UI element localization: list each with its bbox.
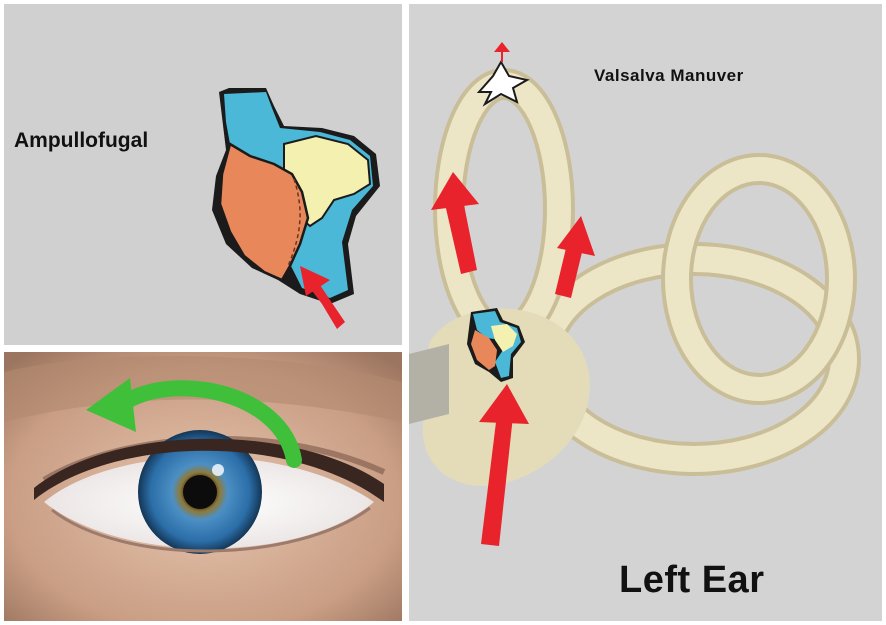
small-top-arrow (501, 52, 503, 62)
pupil (183, 475, 217, 509)
eye-illustration (4, 352, 402, 621)
valsalva-label: Valsalva Manuver (594, 66, 744, 86)
anterior-canal-hi (449, 84, 559, 334)
labyrinth-panel: Valsalva Manuver Left Ear (409, 4, 882, 621)
ampullofugal-label: Ampullofugal (14, 129, 148, 153)
ampulla-panel: Ampullofugal (4, 4, 402, 345)
cochlear-duct (409, 344, 449, 424)
eye-highlight (212, 464, 224, 476)
eye-panel (4, 352, 402, 621)
ampulla-diagram (4, 4, 402, 345)
labyrinth-diagram (409, 4, 882, 621)
left-ear-label: Left Ear (619, 559, 764, 602)
